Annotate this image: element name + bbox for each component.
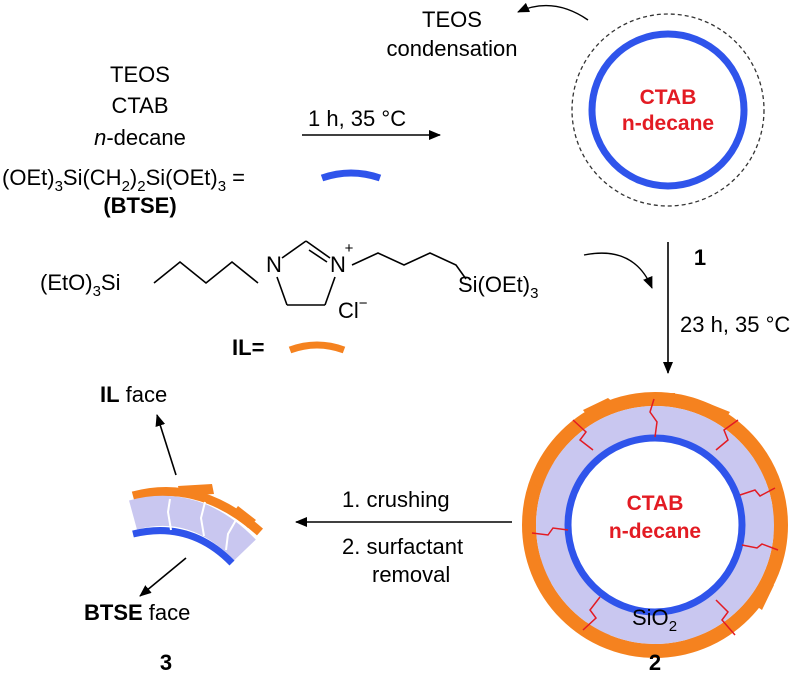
core-label-decane: n-decane xyxy=(609,520,701,543)
crack xyxy=(741,543,779,551)
fragment-3: IL face BTSE face 3 xyxy=(84,382,264,675)
reagent-decane: n-decane xyxy=(94,125,186,150)
right-propyl-chain xyxy=(351,252,467,280)
btse-face-arrow xyxy=(139,557,187,597)
step3-arrow-group: 1. crushing 2. surfactant removal xyxy=(295,487,512,587)
core-label-ctab: CTAB xyxy=(640,86,697,109)
core-label-decane: n-decane xyxy=(622,112,714,135)
core-label-ctab: CTAB xyxy=(627,492,684,515)
teos-note-line1: TEOS xyxy=(422,7,482,32)
fragment-cracks xyxy=(166,498,237,551)
btse-inner-layer xyxy=(564,434,746,616)
il-legend-label: IL= xyxy=(232,335,264,360)
il-right-group: Si(OEt)3 xyxy=(458,272,538,302)
crack xyxy=(649,398,658,438)
particle-1: CTAB n-decane TEOS condensation 1 xyxy=(387,2,765,270)
crack xyxy=(199,501,206,537)
crack xyxy=(225,519,237,551)
step3-line3: removal xyxy=(372,562,450,587)
step3-line1: 1. crushing xyxy=(342,487,450,512)
shell-label-sio2: SiO2 xyxy=(632,605,677,635)
il-bump xyxy=(700,402,730,424)
step1-arrow-group: 1 h, 35 °C xyxy=(302,106,441,140)
teos-dashed-shell xyxy=(571,13,765,207)
il-bump xyxy=(752,455,774,480)
il-n1: N xyxy=(266,252,282,277)
step2-arrow-group: 23 h, 35 °C xyxy=(663,242,790,374)
compound-number-1: 1 xyxy=(694,245,706,270)
teos-note-line2: condensation xyxy=(387,36,518,61)
crack xyxy=(582,596,601,631)
il-legend-swatch xyxy=(288,341,346,354)
il-counterion: Cl− xyxy=(338,295,368,323)
reagent-list: TEOS CTAB n-decane (OEt)3Si(CH2)2Si(OEt)… xyxy=(2,62,382,218)
il-bump xyxy=(752,582,774,610)
btse-face-label: BTSE face xyxy=(84,600,190,625)
il-bump xyxy=(640,393,676,405)
reagent-ctab: CTAB xyxy=(111,93,168,118)
il-n2: N xyxy=(330,252,346,277)
btse-label: (BTSE) xyxy=(103,193,176,218)
crack xyxy=(715,419,739,451)
fragment-il-bump xyxy=(178,484,214,496)
ring-bond xyxy=(281,240,307,259)
crack xyxy=(572,419,594,451)
il-bump xyxy=(686,630,720,652)
fragment-btse-layer xyxy=(132,527,235,566)
il-face-arrow xyxy=(155,414,177,476)
il-addition-arrow xyxy=(583,252,653,289)
il-plus-charge: + xyxy=(345,240,354,257)
silica-shell xyxy=(536,406,774,644)
il-left-group: (EtO)3Si xyxy=(40,270,120,300)
il-face-label: IL face xyxy=(100,382,167,407)
il-bump xyxy=(770,505,786,536)
ring-double-bond-a xyxy=(305,240,331,259)
particle-2: CTAB n-decane SiO2 2 xyxy=(522,392,788,675)
crack xyxy=(166,498,172,531)
reagent-teos: TEOS xyxy=(110,62,170,87)
step1-condition: 1 h, 35 °C xyxy=(308,106,406,131)
btse-ring xyxy=(588,30,748,190)
condensation-arrow xyxy=(517,2,589,21)
il-bump xyxy=(583,398,620,422)
step3-line2: 2. surfactant xyxy=(342,534,463,559)
compound-number-3: 3 xyxy=(160,650,172,675)
crack xyxy=(739,487,776,497)
shell-cracks xyxy=(531,398,779,636)
ring-bond xyxy=(276,276,288,306)
fragment-silica xyxy=(129,495,256,561)
step2-condition: 23 h, 35 °C xyxy=(680,312,790,337)
il-bump xyxy=(534,458,556,490)
btse-formula: (OEt)3Si(CH2)2Si(OEt)3= xyxy=(2,165,245,195)
ring-double-bond-b xyxy=(308,249,328,263)
il-structure: (EtO)3Si N N + Si(OEt)3 Cl− IL= xyxy=(40,240,653,360)
compound-number-2: 2 xyxy=(649,650,661,675)
left-propyl-chain xyxy=(153,260,259,285)
btse-legend-swatch xyxy=(320,169,382,182)
fragment-il-bump xyxy=(232,506,256,528)
crack xyxy=(715,599,736,636)
crack xyxy=(531,527,569,536)
ring-bond xyxy=(324,276,336,306)
